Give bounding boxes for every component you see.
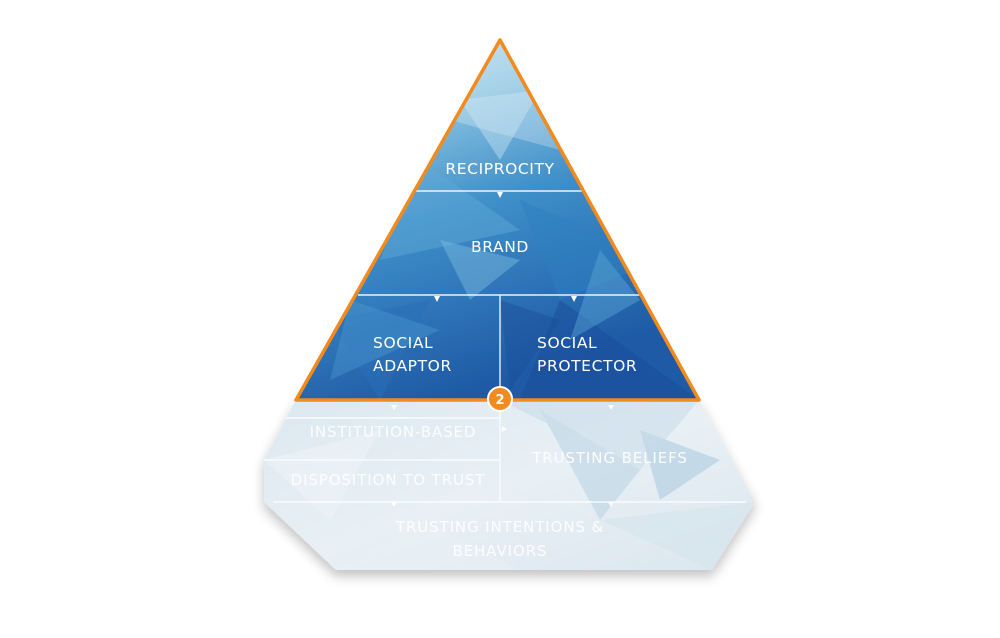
badge-circle: [487, 386, 513, 412]
base-arrows: [391, 405, 614, 507]
base-facets: [264, 400, 755, 570]
pyramid-base: [264, 400, 755, 570]
badge-number: 2: [495, 393, 504, 408]
apex-arrows: [434, 192, 577, 302]
label-trusting-intentions-line1: TRUSTING INTENTIONS &: [395, 518, 604, 536]
label-social-adaptor-line2: ADAPTOR: [373, 357, 452, 375]
label-social-protector-line1: SOCIAL: [537, 334, 597, 352]
label-disposition-to-trust: DISPOSITION TO TRUST: [291, 471, 486, 489]
base-dividers: [264, 400, 746, 503]
label-trusting-intentions-line2: BEHAVIORS: [453, 542, 548, 560]
label-social-protector-line2: PROTECTOR: [537, 357, 637, 375]
label-social-adaptor-line1: SOCIAL: [373, 334, 433, 352]
apex-dividers: [358, 190, 640, 400]
label-reciprocity: RECIPROCITY: [445, 160, 554, 178]
label-trusting-beliefs: TRUSTING BELIEFS: [531, 449, 688, 467]
level-badge: 2: [487, 386, 513, 412]
pyramid-apex: [294, 38, 701, 402]
label-brand: BRAND: [471, 238, 529, 256]
label-institution-based: INSTITUTION-BASED: [310, 423, 477, 441]
